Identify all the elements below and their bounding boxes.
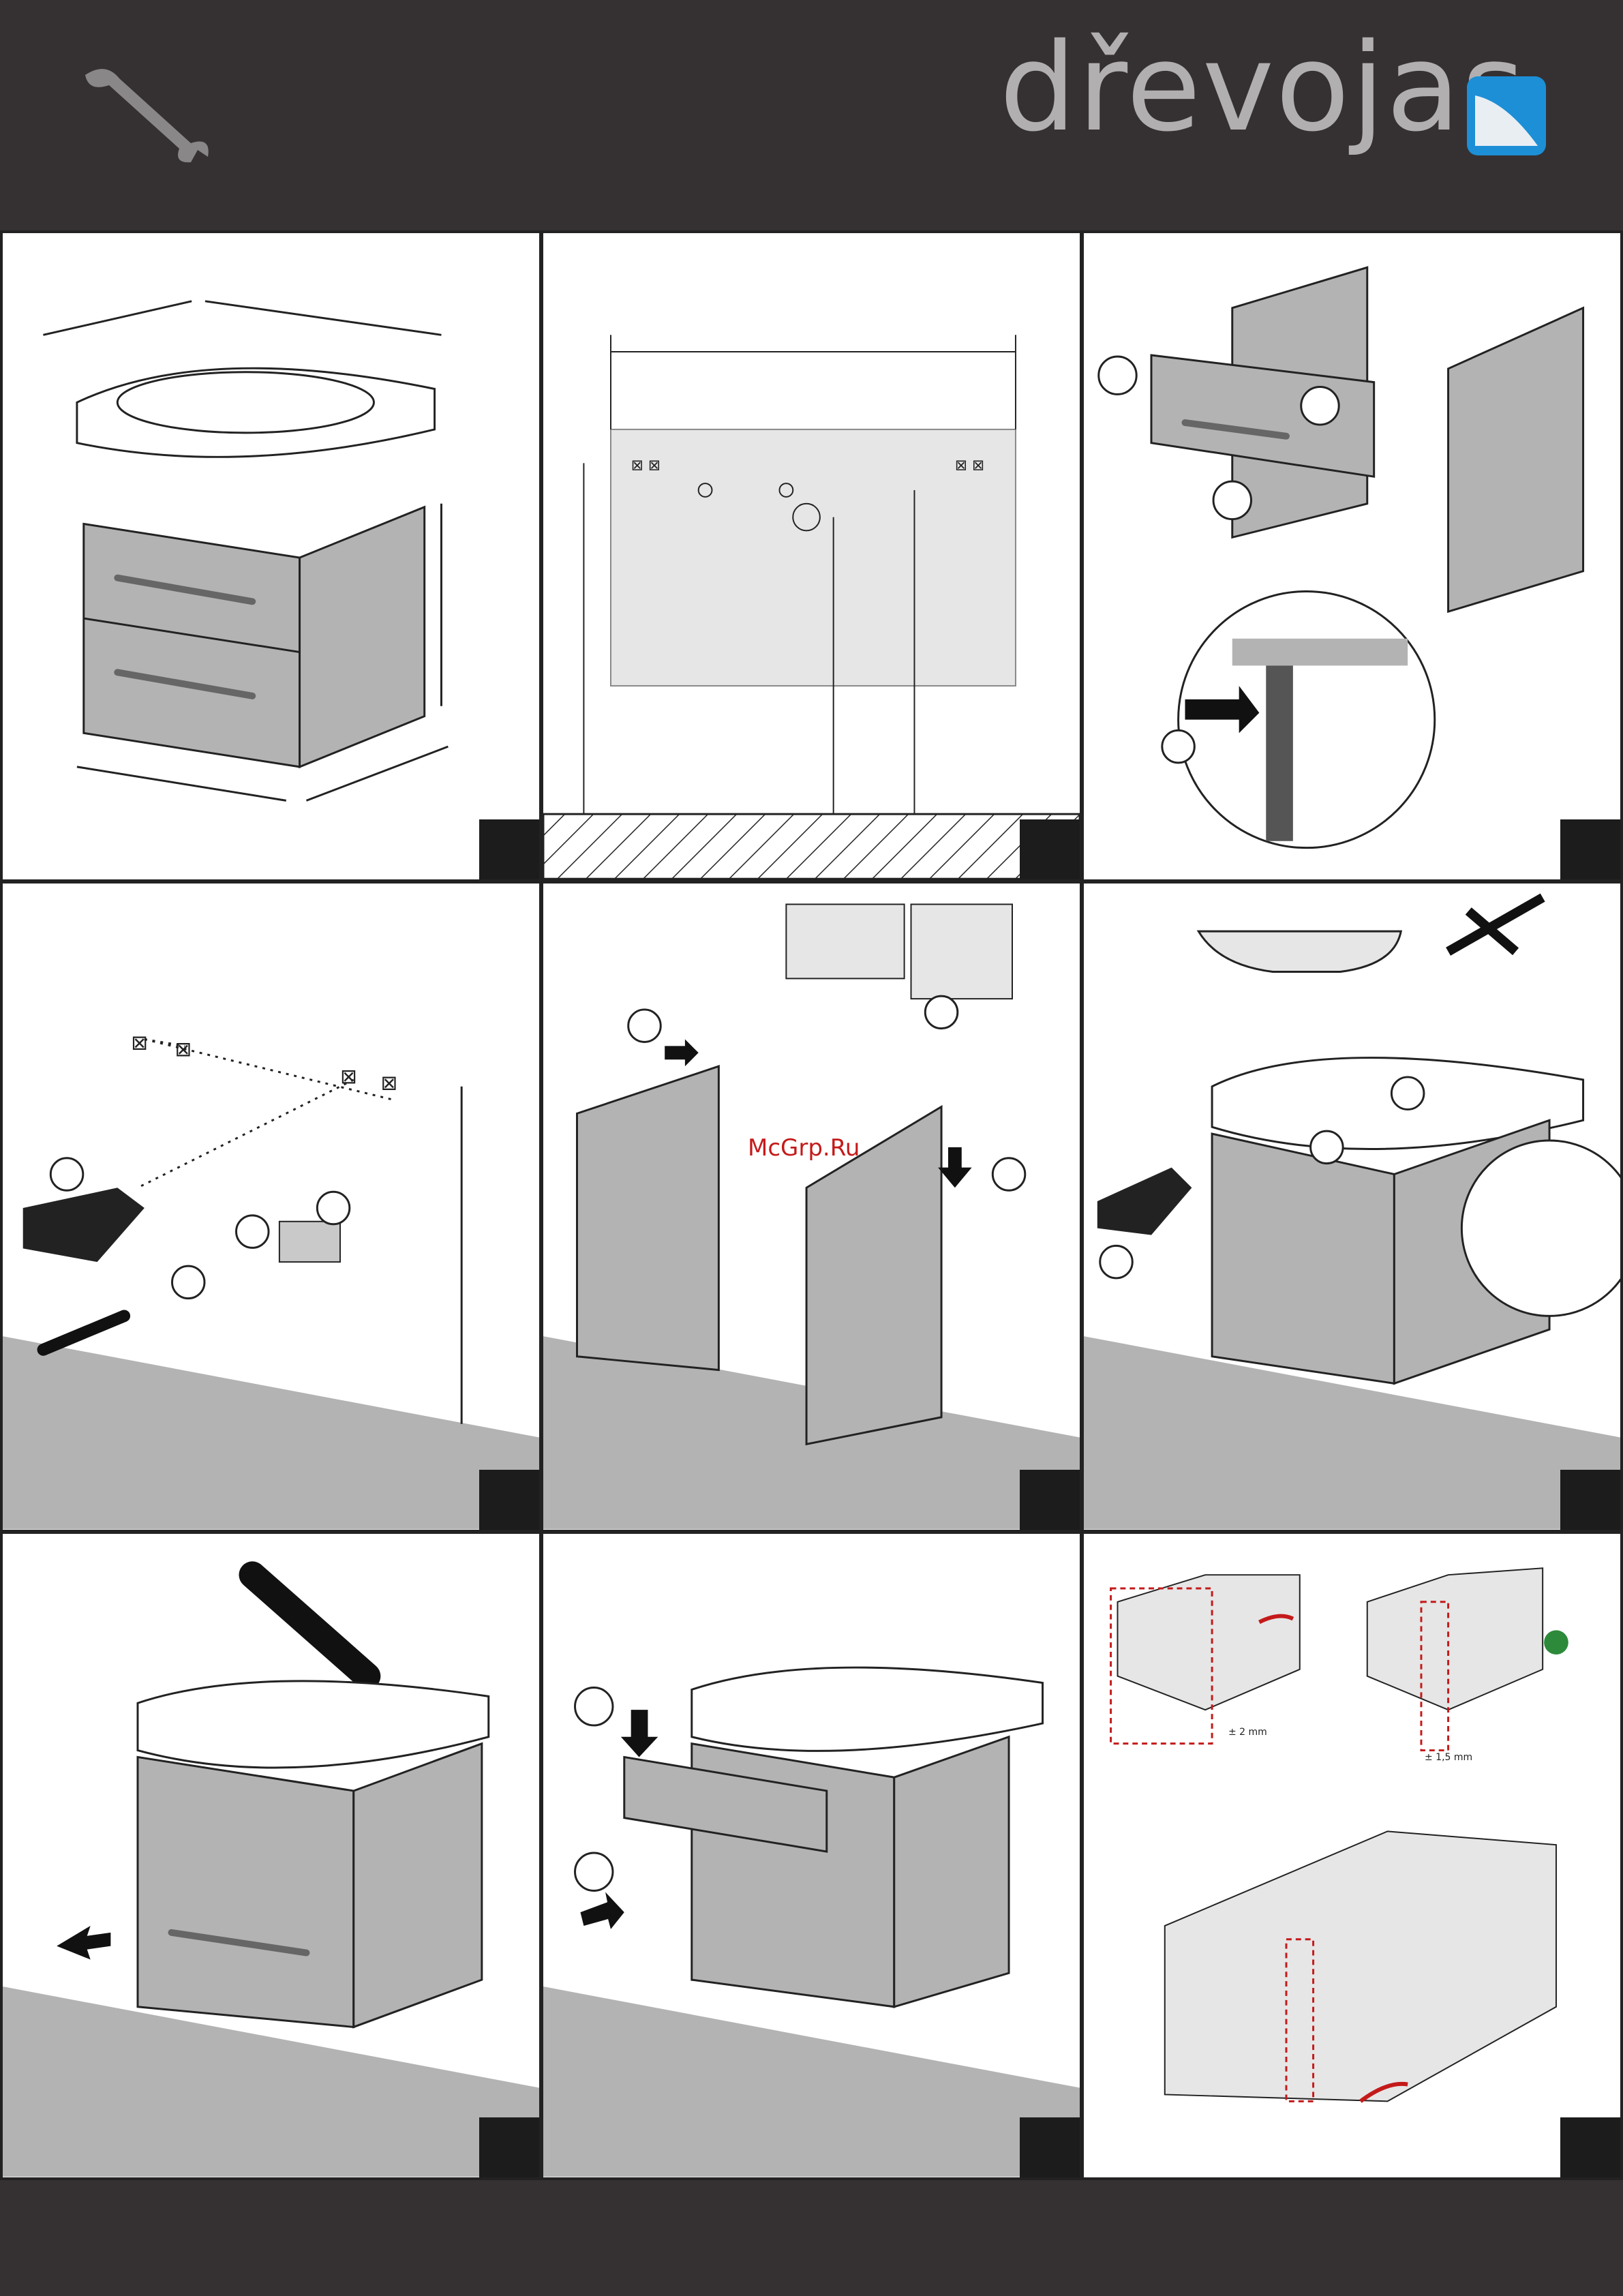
svg-text:⊠: ⊠ xyxy=(175,1038,192,1061)
adjust-label-b: ± 1,5 mm xyxy=(1425,1752,1472,1763)
svg-text:⊠ ⊠: ⊠ ⊠ xyxy=(955,457,984,474)
svg-text:⊠: ⊠ xyxy=(131,1031,148,1055)
step-number-box xyxy=(1560,1470,1620,1530)
fit-basin-illustration xyxy=(1084,883,1620,1530)
svg-text:⊠ ⊠: ⊠ ⊠ xyxy=(631,457,661,474)
step-number-box xyxy=(1020,1470,1080,1530)
panel-apply-sealant xyxy=(0,1531,542,2180)
panel-insert-drawers xyxy=(541,1531,1082,2180)
step-number-box xyxy=(479,1470,539,1530)
instruction-grid: ⊠ ⊠ ⊠ ⊠ ⊠ ⊠ ⊠ ⊠ xyxy=(0,230,1623,2180)
step-number-box xyxy=(1560,819,1620,879)
panel-fit-basin xyxy=(1081,881,1623,1532)
adjust-label-a: ± 2 mm xyxy=(1228,1727,1267,1738)
step-number-box xyxy=(1020,819,1080,879)
drevojas-logo-icon xyxy=(1466,75,1547,157)
cabinet-dimension-illustration xyxy=(3,233,539,879)
panel-wall-layout: ⊠ ⊠ ⊠ ⊠ xyxy=(541,230,1082,882)
panel-adjust-fronts: ± 2 mm ± 1,5 mm xyxy=(1081,1531,1623,2180)
panel-hang-cabinet: McGrp.Ru xyxy=(541,881,1082,1532)
step-number-box xyxy=(479,2117,539,2177)
svg-text:⊠: ⊠ xyxy=(380,1072,397,1096)
step-number-box xyxy=(1560,2117,1620,2177)
drawer-removal-illustration xyxy=(1084,233,1620,879)
footer-bar xyxy=(0,2180,1623,2296)
adjust-fronts-illustration xyxy=(1084,1534,1620,2177)
wall-layout-illustration: ⊠ ⊠ ⊠ ⊠ xyxy=(543,233,1080,879)
wrench-icon xyxy=(72,61,215,170)
header-bar: dřevojas xyxy=(0,0,1623,230)
drilling-illustration: ⊠ ⊠ ⊠ ⊠ xyxy=(3,883,539,1530)
panel-dimensions xyxy=(0,230,542,882)
panel-drill-brackets: ⊠ ⊠ ⊠ ⊠ xyxy=(0,881,542,1532)
brand-logo-text: dřevojas xyxy=(999,27,1526,149)
svg-text:⊠: ⊠ xyxy=(340,1065,357,1089)
panel-remove-drawers xyxy=(1081,230,1623,882)
insert-drawers-illustration xyxy=(543,1534,1080,2177)
hang-cabinet-illustration xyxy=(543,883,1080,1530)
watermark-text: McGrp.Ru xyxy=(748,1134,860,1162)
step-number-box xyxy=(479,819,539,879)
step-number-box xyxy=(1020,2117,1080,2177)
sealant-illustration xyxy=(3,1534,539,2177)
